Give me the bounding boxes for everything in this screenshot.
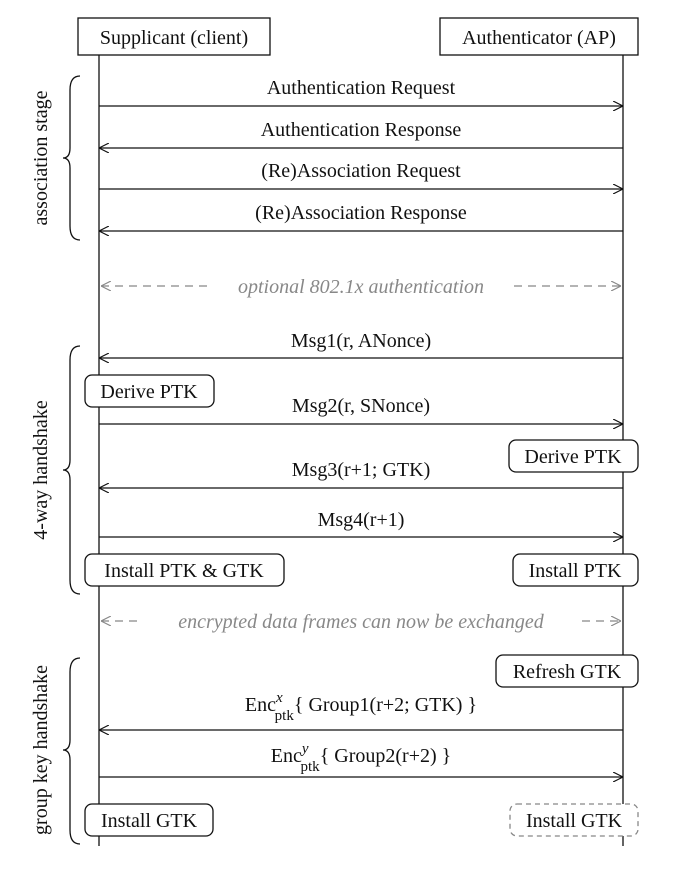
stage-brace-association: association stage: [30, 75, 81, 241]
message-reassociation-response: (Re)Association Response: [99, 202, 623, 231]
message-authentication-request: Authentication Request: [99, 77, 623, 106]
note-install-ptk-ap: Install PTK: [512, 553, 639, 587]
svg-text:Authentication Response: Authentication Response: [261, 119, 462, 141]
svg-text:Authenticator (AP): Authenticator (AP): [462, 27, 616, 49]
svg-text:encrypted data frames can now: encrypted data frames can now be exchang…: [178, 611, 544, 633]
note-install-gtk-client: Install GTK: [84, 803, 214, 837]
svg-text:Install PTK & GTK: Install PTK & GTK: [104, 560, 264, 582]
stage-brace-4way: 4-way handshake: [30, 345, 81, 595]
message-msg3: Msg3(r+1; GTK): [99, 459, 623, 488]
note-derive-ptk-ap: Derive PTK: [508, 439, 639, 473]
svg-text:Refresh GTK: Refresh GTK: [513, 661, 622, 683]
svg-text:Install GTK: Install GTK: [101, 810, 198, 832]
stage-brace-group-key: group key handshake: [30, 657, 81, 845]
svg-text:optional 802.1x authentication: optional 802.1x authentication: [238, 276, 484, 298]
message-reassociation-request: (Re)Association Request: [99, 160, 623, 189]
message-msg2: Msg2(r, SNonce): [99, 395, 623, 424]
svg-text:Msg4(r+1): Msg4(r+1): [318, 509, 405, 531]
svg-text:Install PTK: Install PTK: [529, 560, 622, 582]
note-install-gtk-ap: Install GTK: [509, 803, 639, 837]
svg-text:(Re)Association Request: (Re)Association Request: [261, 160, 461, 182]
svg-text:Derive PTK: Derive PTK: [524, 446, 622, 468]
dashed-optional-8021x: optional 802.1x authentication: [101, 276, 621, 298]
svg-text:Authentication Request: Authentication Request: [267, 77, 456, 99]
svg-text:Install GTK: Install GTK: [526, 810, 623, 832]
message-msg4: Msg4(r+1): [99, 509, 623, 537]
svg-text:group key handshake: group key handshake: [30, 665, 52, 835]
note-derive-ptk-client: Derive PTK: [84, 374, 215, 408]
svg-text:Msg3(r+1; GTK): Msg3(r+1; GTK): [292, 459, 431, 481]
message-msg1: Msg1(r, ANonce): [99, 330, 623, 358]
svg-text:Msg1(r, ANonce): Msg1(r, ANonce): [291, 330, 431, 352]
svg-text:association stage: association stage: [30, 90, 52, 225]
svg-text:(Re)Association Response: (Re)Association Response: [255, 202, 467, 224]
svg-text:Supplicant (client): Supplicant (client): [100, 27, 248, 49]
dashed-encrypted-frames: encrypted data frames can now be exchang…: [101, 611, 621, 633]
note-refresh-gtk-ap: Refresh GTK: [495, 654, 639, 688]
svg-text:4-way handshake: 4-way handshake: [30, 400, 52, 540]
participant-supplicant: Supplicant (client): [77, 17, 271, 56]
svg-text:Derive PTK: Derive PTK: [100, 381, 198, 403]
participant-authenticator: Authenticator (AP): [439, 17, 639, 56]
note-install-ptk-gtk-client: Install PTK & GTK: [84, 553, 285, 587]
svg-text:Msg2(r, SNonce): Msg2(r, SNonce): [292, 395, 430, 417]
message-authentication-response: Authentication Response: [99, 119, 623, 148]
